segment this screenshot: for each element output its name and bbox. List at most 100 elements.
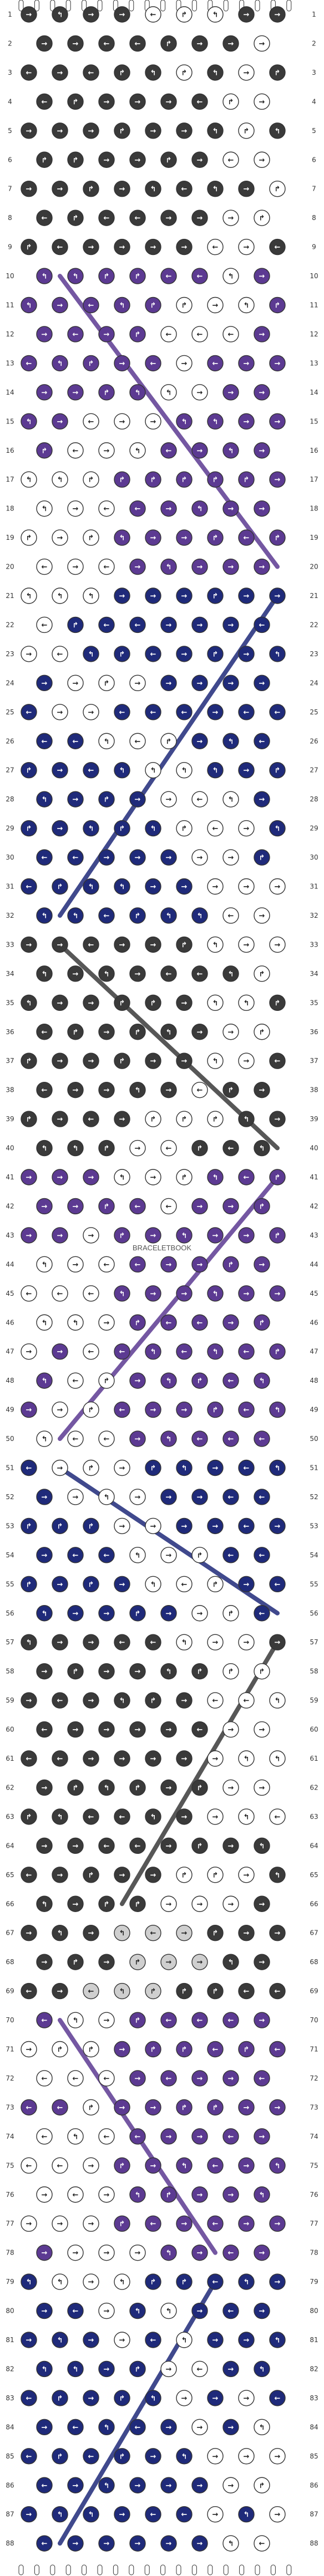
knot-arrow: → (26, 2046, 32, 2054)
knot-arrow: → (135, 2249, 141, 2257)
knot (176, 2506, 193, 2523)
knot-arrow: → (166, 1493, 172, 1501)
knot (269, 1692, 286, 1709)
knot (98, 209, 115, 226)
knot (67, 2012, 84, 2028)
knot-arrow: ↰ (42, 273, 48, 281)
knot-arrow: ↱ (212, 534, 219, 543)
knot-arrow: ← (259, 2074, 265, 2083)
knot (52, 2099, 68, 2116)
string-bottom (160, 2564, 166, 2575)
knot (83, 6, 99, 23)
row-number-left: 20 (6, 563, 14, 571)
row-number-left: 53 (6, 1522, 14, 1530)
knot (176, 122, 193, 139)
knot-arrow: ← (228, 330, 234, 339)
knot-arrow: ↰ (104, 970, 110, 978)
knot-arrow: ← (26, 360, 32, 368)
row-number-right: 51 (310, 1464, 318, 1472)
knot (98, 733, 115, 749)
knot (67, 849, 84, 866)
knot (67, 268, 84, 284)
knot-arrow: ← (104, 563, 110, 571)
knot-arrow: ← (228, 156, 234, 165)
knot-arrow: → (197, 2424, 203, 2432)
knot-arrow: → (259, 1959, 265, 1967)
knot-arrow: → (181, 883, 188, 891)
knot (176, 1401, 193, 1418)
knot-arrow: ↰ (166, 1377, 172, 1386)
knot (238, 6, 255, 23)
knot (67, 384, 84, 401)
knot-arrow: ← (166, 273, 172, 281)
knot (145, 1750, 161, 1767)
knot (269, 1052, 286, 1069)
knot-arrow: → (197, 563, 203, 571)
knot (269, 2099, 286, 2116)
knot (145, 529, 161, 546)
knot (269, 2157, 286, 2174)
knot-arrow: → (228, 1319, 234, 1327)
knot-arrow: ↰ (275, 1464, 281, 1473)
knot-arrow: ← (212, 2278, 219, 2287)
knot (222, 1954, 239, 1970)
knot-arrow: → (42, 1493, 48, 1501)
knot-arrow: → (275, 941, 281, 949)
knot (21, 297, 37, 314)
knot (254, 849, 270, 866)
knot (238, 994, 255, 1011)
knot-arrow: ↱ (181, 2104, 188, 2112)
knot-arrow: ↰ (104, 1493, 110, 1501)
knot (238, 1750, 255, 1767)
knot-arrow: ↰ (244, 1116, 250, 1124)
knot (114, 2506, 130, 2523)
knot-arrow: → (26, 185, 32, 193)
knot (21, 878, 37, 895)
knot (207, 2332, 224, 2348)
knot-arrow: → (57, 1871, 63, 1879)
knot-arrow: ↰ (166, 563, 172, 571)
row-number-left: 28 (6, 795, 14, 803)
knot-arrow: → (73, 1261, 79, 1269)
knot (52, 878, 68, 895)
knot-arrow: ← (166, 447, 172, 455)
knot (67, 1024, 84, 1040)
knot (114, 878, 130, 895)
knot-arrow: ← (88, 1813, 94, 1821)
knot (129, 35, 146, 52)
knot (98, 791, 115, 807)
knot-arrow: ← (73, 2074, 79, 2083)
knot-arrow: → (244, 592, 250, 601)
knot-arrow: ← (244, 1987, 250, 1996)
knot-arrow: ← (104, 1261, 110, 1269)
knot-arrow: ↰ (275, 1755, 281, 1764)
knot (176, 1169, 193, 1185)
knot (160, 209, 177, 226)
knot-arrow: ↰ (57, 2511, 63, 2519)
knot (98, 2012, 115, 2028)
knot-arrow: ↰ (166, 1668, 172, 1676)
knot (254, 2360, 270, 2378)
knot-arrow: ↱ (228, 1609, 234, 1618)
row-number-right: 61 (310, 1755, 318, 1762)
knot-arrow: ↰ (73, 912, 79, 920)
string-top (223, 0, 229, 12)
knot-arrow: → (150, 1231, 156, 1240)
knot-arrow: → (26, 11, 32, 19)
knot-arrow: → (197, 1900, 203, 1909)
knot (160, 93, 177, 110)
knot (222, 791, 239, 807)
knot-arrow: → (104, 2365, 110, 2374)
knot (36, 2244, 53, 2261)
knot (145, 2041, 161, 2058)
knot (160, 1139, 177, 1157)
knot (36, 1139, 53, 1157)
knot (222, 209, 239, 226)
knot-arrow: ↱ (119, 2394, 125, 2403)
diagonal-thread (58, 274, 280, 569)
knot-arrow: ↱ (119, 999, 125, 1008)
knot-arrow: → (197, 621, 203, 630)
knot (67, 1430, 84, 1447)
row-number-left: 59 (6, 1696, 14, 1704)
knot (83, 1924, 99, 1941)
